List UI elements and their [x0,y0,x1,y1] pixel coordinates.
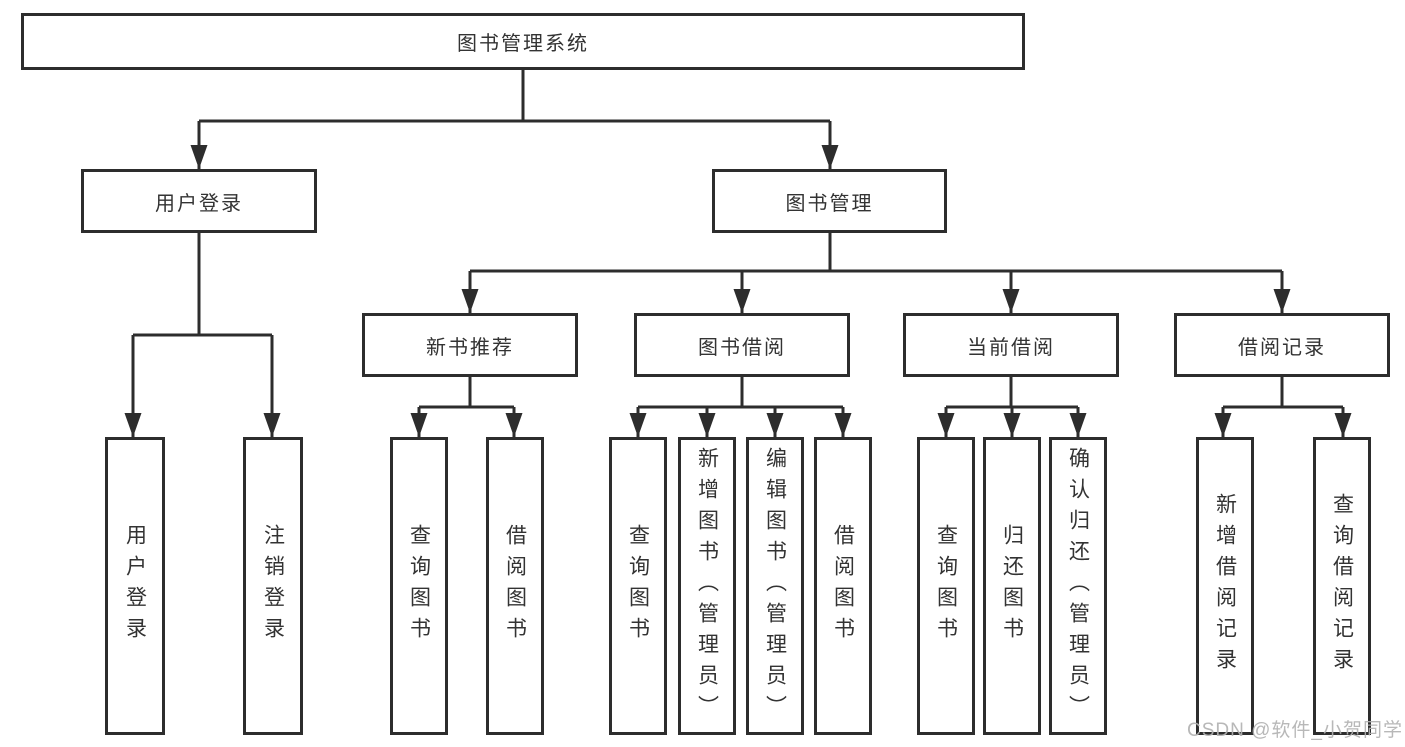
node-current-borrowing: 当前借阅 [903,313,1119,377]
node-logout-action-label: 注销登录 [261,524,285,648]
node-book-management: 图书管理 [712,169,947,233]
node-book-borrowing-label: 图书借阅 [698,336,786,359]
node-bb-add-books-admin-label: 新增图书（管理员） [695,446,719,726]
node-nbr-query-books-label: 查询图书 [407,524,431,648]
node-bb-query-books: 查询图书 [609,437,667,735]
node-logout-action: 注销登录 [243,437,303,735]
node-cb-confirm-return-admin-label: 确认归还（管理员） [1066,446,1090,726]
node-login-action: 用户登录 [105,437,165,735]
node-bb-borrow-books: 借阅图书 [814,437,872,735]
node-nbr-borrow-books-label: 借阅图书 [503,524,527,648]
node-nbr-query-books: 查询图书 [390,437,448,735]
arrowheads [124,145,1352,437]
node-cb-confirm-return-admin: 确认归还（管理员） [1049,437,1107,735]
node-cb-query-books: 查询图书 [917,437,975,735]
node-cb-return-books: 归还图书 [983,437,1041,735]
node-borrow-records: 借阅记录 [1174,313,1390,377]
node-br-query-record: 查询借阅记录 [1313,437,1371,735]
node-br-query-record-label: 查询借阅记录 [1330,493,1354,679]
node-bb-borrow-books-label: 借阅图书 [831,524,855,648]
node-borrow-records-label: 借阅记录 [1238,336,1326,359]
node-current-borrowing-label: 当前借阅 [967,336,1055,359]
watermark: CSDN @软件_小贺同学 [1187,720,1403,741]
node-cb-query-books-label: 查询图书 [934,524,958,648]
node-bb-add-books-admin: 新增图书（管理员） [678,437,736,735]
node-bb-query-books-label: 查询图书 [626,524,650,648]
node-cb-return-books-label: 归还图书 [1000,524,1024,648]
connector-lines [131,70,1345,437]
node-new-book-recommend-label: 新书推荐 [426,336,514,359]
node-root: 图书管理系统 [21,13,1025,70]
node-br-add-record: 新增借阅记录 [1196,437,1254,735]
node-br-add-record-label: 新增借阅记录 [1213,493,1237,679]
node-nbr-borrow-books: 借阅图书 [486,437,544,735]
node-login-action-label: 用户登录 [123,524,147,648]
node-bb-edit-books-admin-label: 编辑图书（管理员） [763,446,787,726]
node-book-management-label: 图书管理 [785,192,874,215]
node-new-book-recommend: 新书推荐 [362,313,578,377]
node-root-label: 图书管理系统 [457,33,589,55]
node-bb-edit-books-admin: 编辑图书（管理员） [746,437,804,735]
node-user-login-label: 用户登录 [155,192,243,215]
node-book-borrowing: 图书借阅 [634,313,850,377]
node-user-login: 用户登录 [81,169,317,233]
